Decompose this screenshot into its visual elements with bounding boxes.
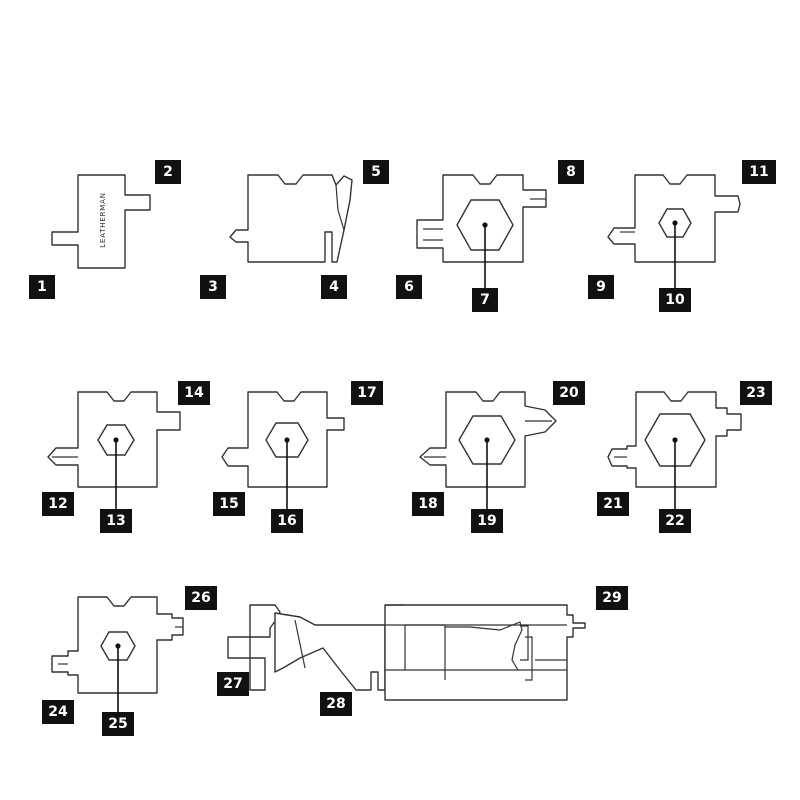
bit-part-10 bbox=[227, 604, 586, 701]
callout-8: 8 bbox=[558, 160, 584, 184]
callout-6: 6 bbox=[396, 275, 422, 299]
svg-text:7: 7 bbox=[480, 292, 490, 308]
svg-text:21: 21 bbox=[603, 496, 622, 512]
callout-5: 5 bbox=[363, 160, 389, 184]
leader-lines bbox=[113, 220, 678, 712]
callout-9: 9 bbox=[588, 275, 614, 299]
bit-part-3 bbox=[416, 174, 547, 263]
callout-10: 10 bbox=[659, 288, 691, 312]
callout-3: 3 bbox=[200, 275, 226, 299]
callout-23: 23 bbox=[740, 381, 772, 405]
svg-text:4: 4 bbox=[329, 279, 339, 295]
callout-17: 17 bbox=[351, 381, 383, 405]
callout-20: 20 bbox=[553, 381, 585, 405]
callout-4: 4 bbox=[321, 275, 347, 299]
svg-text:29: 29 bbox=[602, 590, 621, 606]
svg-text:23: 23 bbox=[746, 385, 765, 401]
callout-7: 7 bbox=[472, 288, 498, 312]
svg-text:2: 2 bbox=[163, 164, 173, 180]
svg-text:14: 14 bbox=[184, 385, 204, 401]
callout-16: 16 bbox=[271, 509, 303, 533]
callout-15: 15 bbox=[213, 492, 245, 516]
callout-29: 29 bbox=[596, 586, 628, 610]
callout-21: 21 bbox=[597, 492, 629, 516]
callout-26: 26 bbox=[185, 586, 217, 610]
svg-text:24: 24 bbox=[48, 704, 68, 720]
callout-14: 14 bbox=[178, 381, 210, 405]
bit-part-6 bbox=[221, 391, 345, 488]
svg-text:18: 18 bbox=[418, 496, 437, 512]
callout-24: 24 bbox=[42, 700, 74, 724]
svg-text:22: 22 bbox=[665, 513, 684, 529]
svg-text:19: 19 bbox=[477, 513, 496, 529]
bit-part-4 bbox=[607, 174, 741, 263]
svg-text:27: 27 bbox=[223, 676, 242, 692]
callout-28: 28 bbox=[320, 692, 352, 716]
callout-1: 1 bbox=[29, 275, 55, 299]
bit-part-2 bbox=[229, 174, 353, 263]
callout-13: 13 bbox=[100, 509, 132, 533]
svg-text:17: 17 bbox=[357, 385, 376, 401]
svg-text:15: 15 bbox=[219, 496, 238, 512]
callout-22: 22 bbox=[659, 509, 691, 533]
svg-text:6: 6 bbox=[404, 279, 414, 295]
svg-text:10: 10 bbox=[665, 292, 685, 308]
svg-text:5: 5 bbox=[371, 164, 381, 180]
svg-text:3: 3 bbox=[208, 279, 218, 295]
svg-text:28: 28 bbox=[326, 696, 345, 712]
svg-text:16: 16 bbox=[277, 513, 296, 529]
bit-part-1: LEATHERMAN bbox=[51, 174, 151, 269]
callout-25: 25 bbox=[102, 712, 134, 736]
svg-text:8: 8 bbox=[566, 164, 576, 180]
callout-2: 2 bbox=[155, 160, 181, 184]
svg-text:11: 11 bbox=[749, 164, 768, 180]
callout-11: 11 bbox=[742, 160, 776, 184]
svg-text:9: 9 bbox=[596, 279, 606, 295]
svg-text:13: 13 bbox=[106, 513, 125, 529]
svg-text:25: 25 bbox=[108, 716, 127, 732]
svg-text:1: 1 bbox=[37, 279, 47, 295]
callout-12: 12 bbox=[42, 492, 74, 516]
callout-19: 19 bbox=[471, 509, 503, 533]
svg-text:12: 12 bbox=[48, 496, 67, 512]
brand-mark: LEATHERMAN bbox=[99, 192, 107, 247]
callout-18: 18 bbox=[412, 492, 444, 516]
svg-text:26: 26 bbox=[191, 590, 210, 606]
svg-text:20: 20 bbox=[559, 385, 579, 401]
callout-27: 27 bbox=[217, 672, 249, 696]
